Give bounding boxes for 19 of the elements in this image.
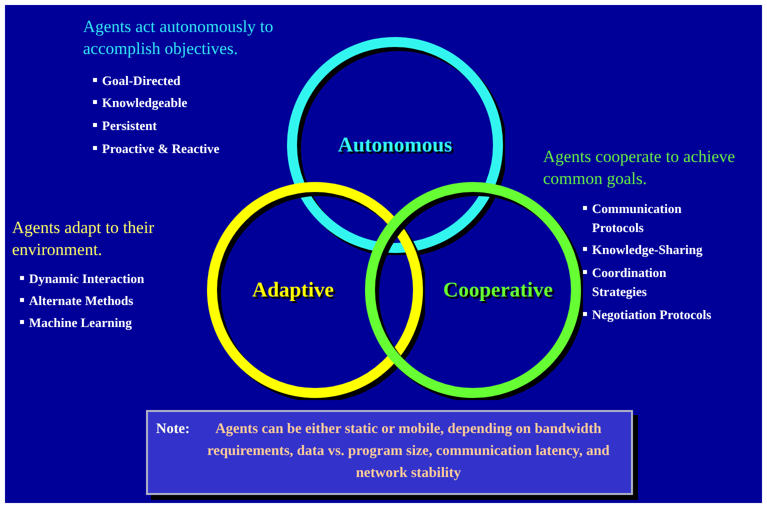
- bullet-text: Dynamic Interaction: [29, 270, 144, 288]
- bullet-text: Knowledge-Sharing: [592, 241, 703, 259]
- bullet-text: Alternate Methods: [29, 292, 134, 310]
- ring-label: Cooperative: [443, 276, 553, 304]
- bullet-text: Proactive & Reactive: [102, 140, 220, 158]
- heading-text: Agents cooperate to achieve common goals.: [543, 146, 736, 190]
- ring-label: Adaptive: [252, 276, 334, 304]
- bullet-text: Machine Learning: [29, 314, 132, 332]
- note-heading: Note:: [156, 420, 190, 439]
- bullet-text: Negotiation Protocols: [592, 306, 712, 324]
- bullet-text: Knowledgeable: [102, 94, 188, 112]
- heading-text: Agents adapt to their environment.: [12, 217, 156, 261]
- heading-text: Agents act autonomously to accomplish objectives.: [83, 16, 274, 60]
- note-text: Agents can be either static or mobile, depending on bandwidth requirements, data vs. program size, communication latency, and network stability: [206, 420, 611, 483]
- bullet-text: Coordination Strategies: [592, 264, 668, 301]
- ring-label: Autonomous: [338, 131, 452, 158]
- bullet-text: Goal-Directed: [102, 72, 180, 90]
- bullet-text: Communication Protocols: [592, 200, 683, 237]
- bullet-text: Persistent: [102, 117, 157, 135]
